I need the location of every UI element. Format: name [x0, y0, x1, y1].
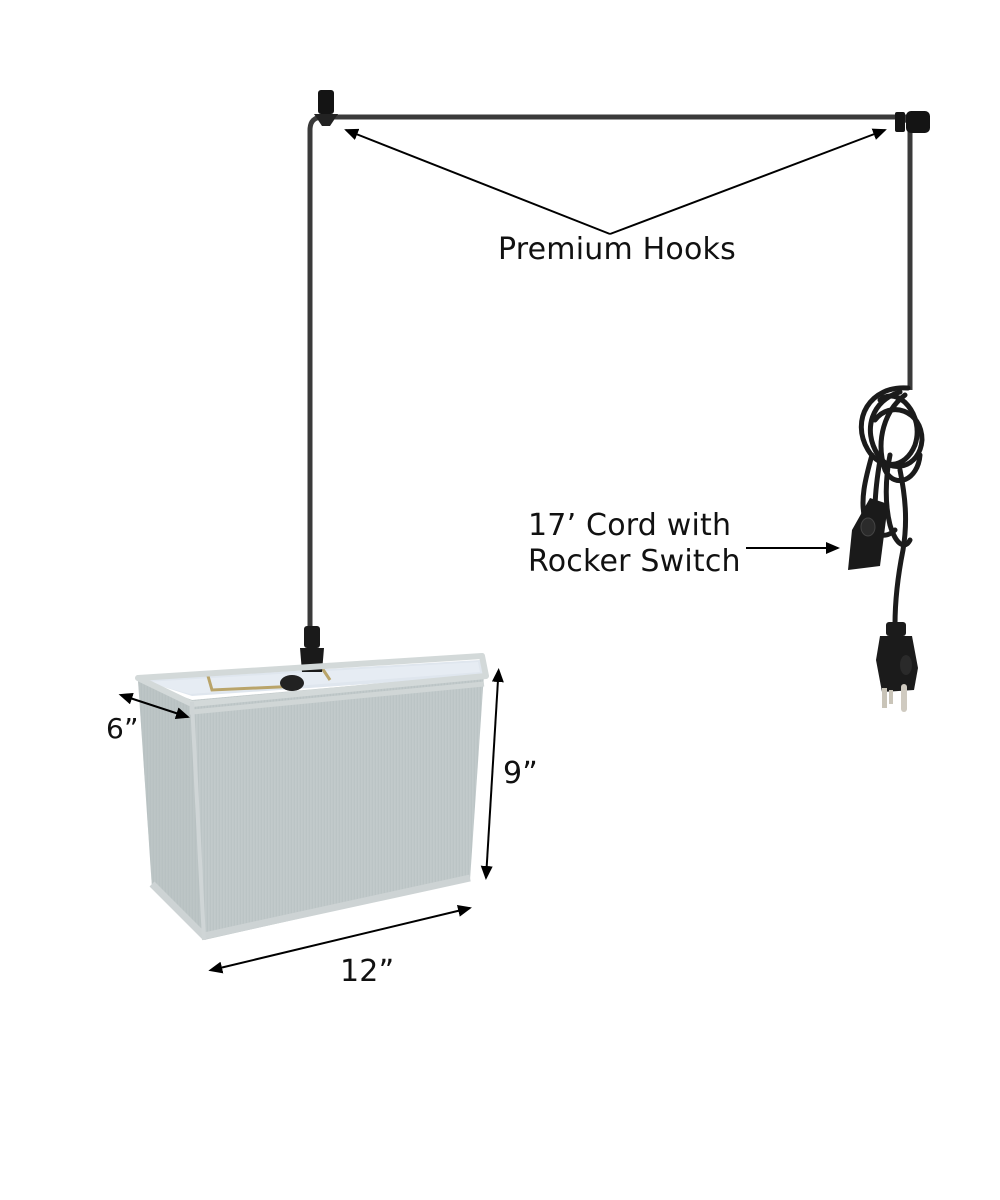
cord-callout-line1: 17’ Cord with — [528, 508, 732, 543]
arrow-icon — [208, 904, 472, 974]
arrow-icon — [344, 128, 887, 235]
depth-dimension-label: 6” — [106, 712, 139, 745]
arrow-icon — [480, 668, 504, 880]
cord-callout-label: 17’ Cord with Rocker Switch — [528, 508, 741, 580]
rocker-switch-icon — [848, 498, 888, 570]
plug-icon — [876, 622, 918, 712]
width-dimension-label: 12” — [340, 954, 395, 989]
hook-icon — [895, 111, 930, 133]
lamp-shade — [135, 626, 489, 941]
height-dimension-label: 9” — [503, 756, 539, 791]
arrow-icon — [118, 692, 190, 719]
hooks-callout-label: Premium Hooks — [498, 232, 736, 267]
cord-callout-line2: Rocker Switch — [528, 544, 741, 579]
hook-icon — [314, 90, 338, 126]
